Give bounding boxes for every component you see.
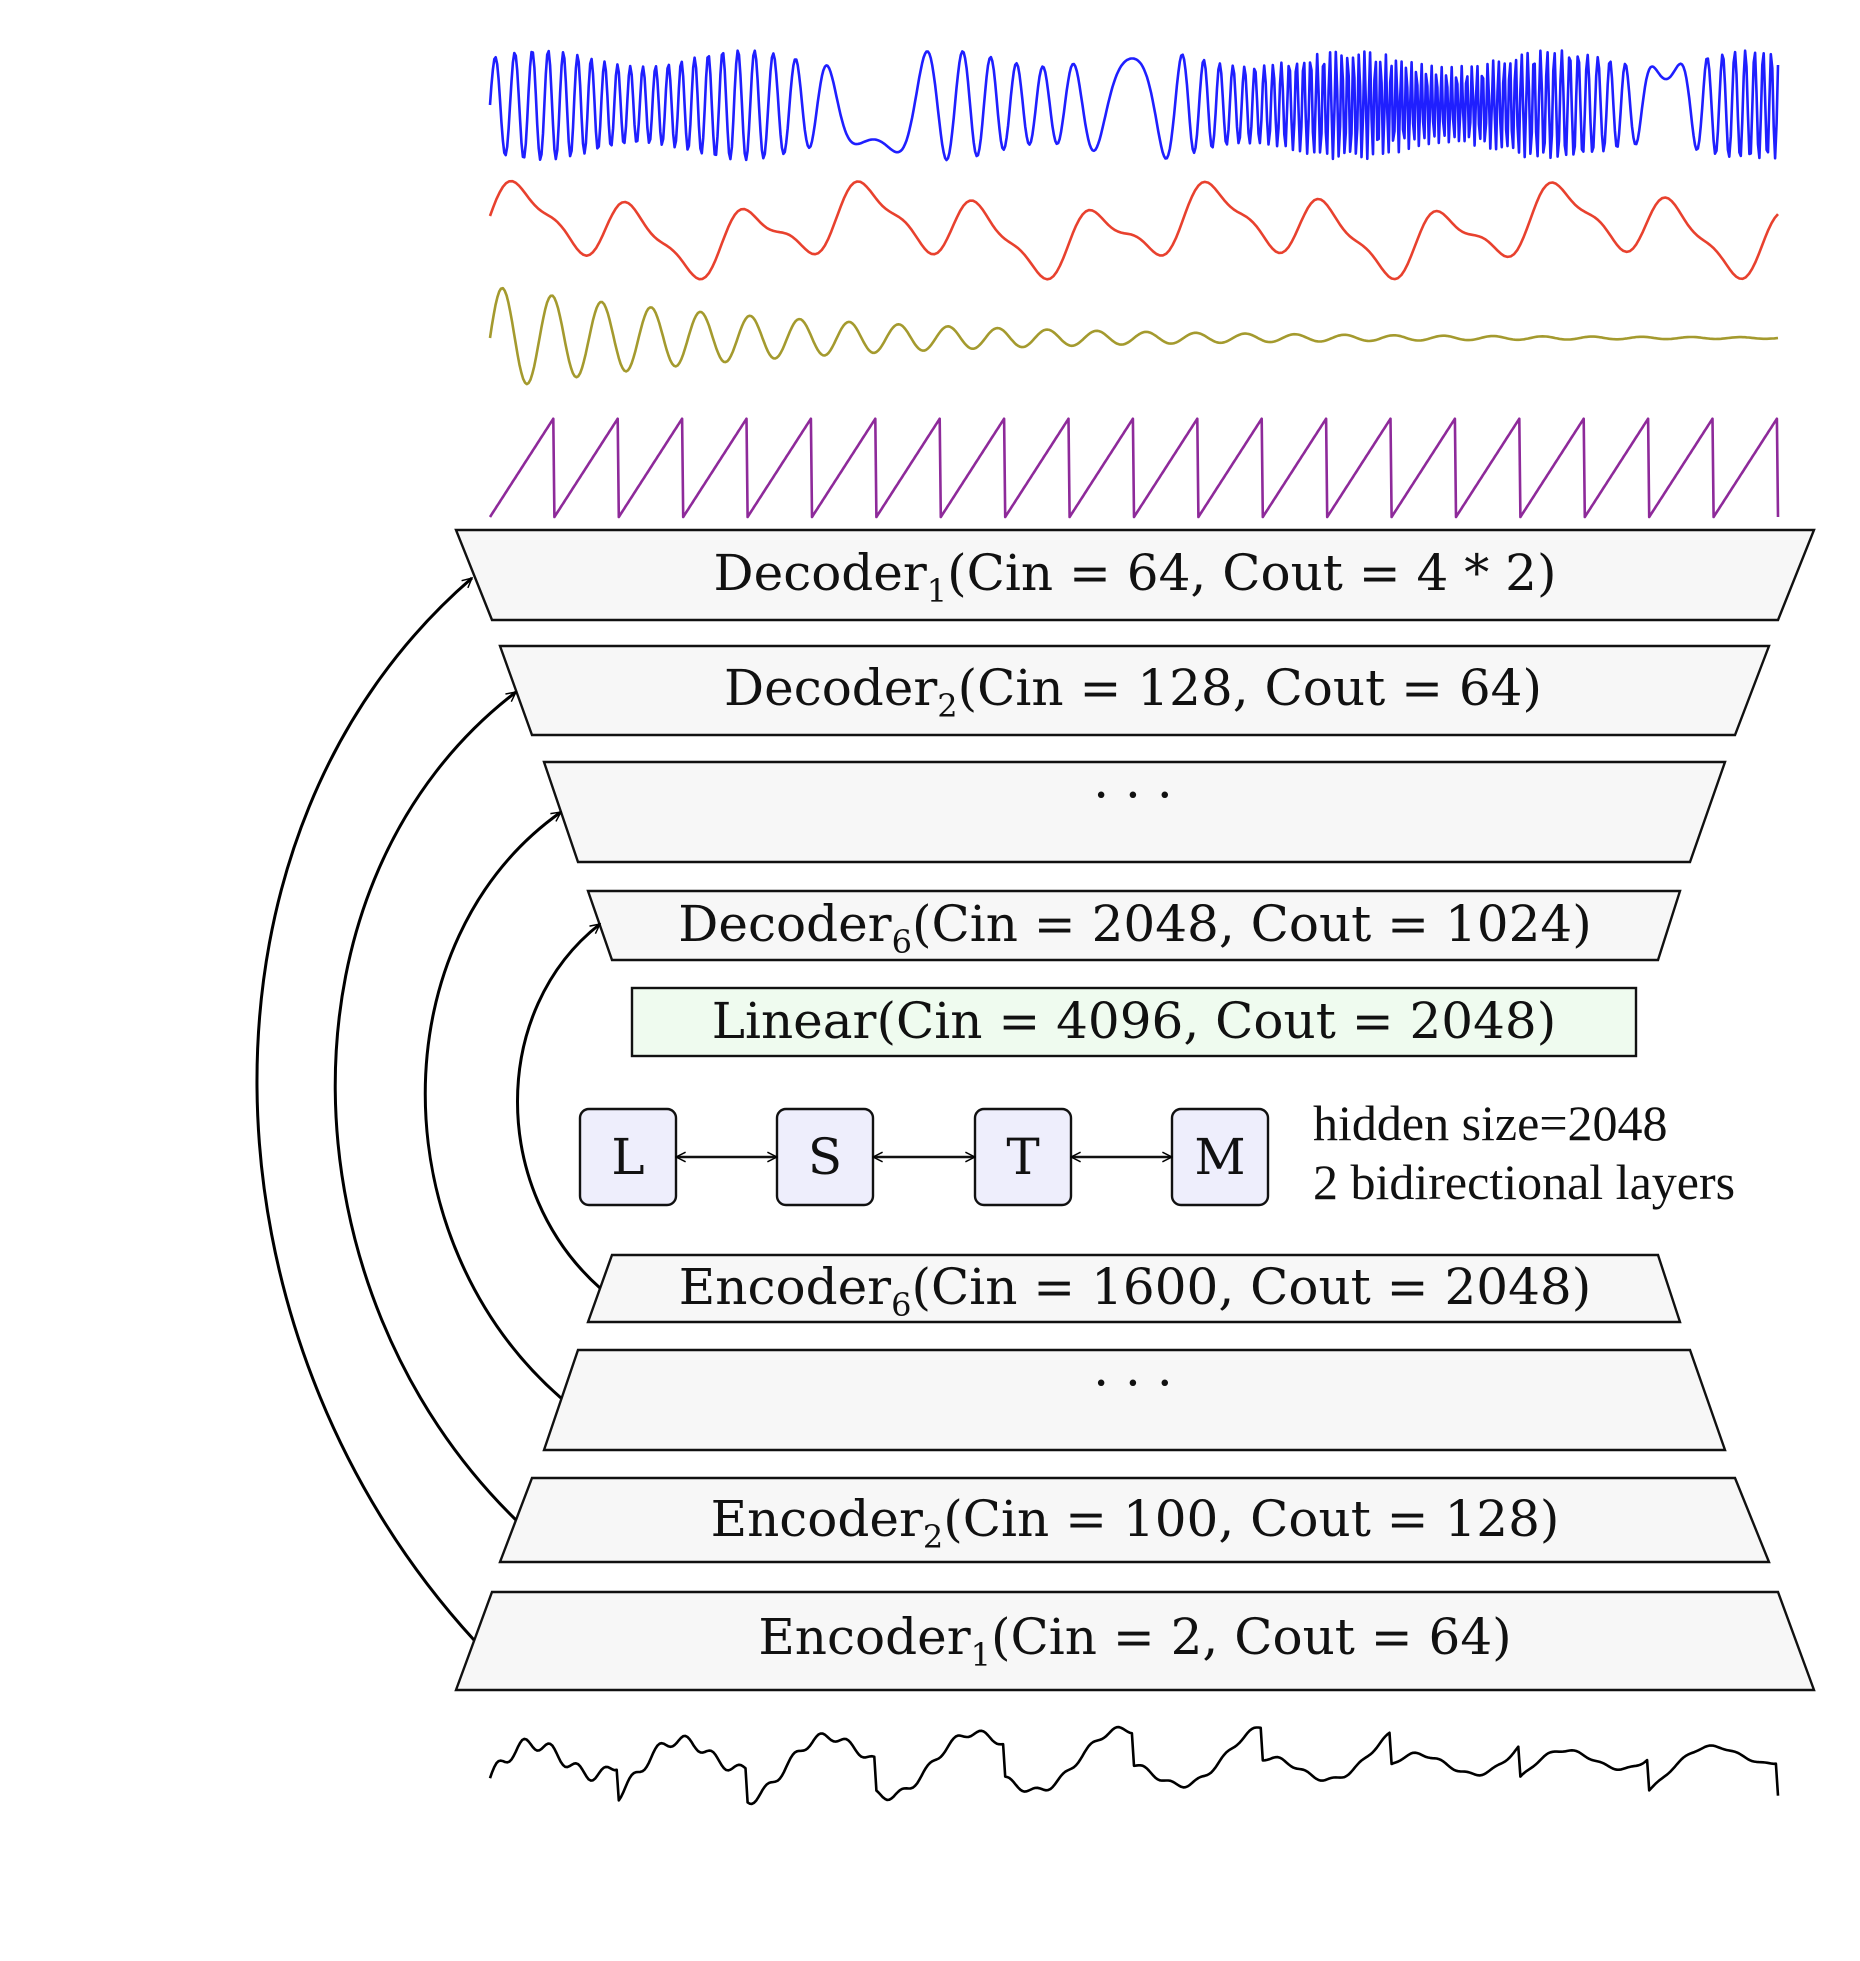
output-waveforms [488,49,1780,519]
encoder-2-label: Encoder2(Cin = 100, Cout = 128) [711,1490,1560,1556]
lstm-box-s: S [775,1107,875,1207]
encoder-1-layer: Encoder1(Cin = 2, Cout = 64) [454,1590,1816,1692]
input-mixture-waveform [488,1725,1780,1806]
output-source-2-waveform [488,179,1779,281]
output-source-1-waveform [488,49,1780,162]
decoder-1-layer: Decoder1(Cin = 64, Cout = 4 * 2) [454,528,1816,622]
encoder-6-label: Encoder6(Cin = 1600, Cout = 2048) [679,1258,1591,1324]
encoder-ellipsis: · · · [1093,1354,1172,1412]
decoder-ellipsis: · · · [1093,766,1172,824]
decoder-6-label: Decoder6(Cin = 2048, Cout = 1024) [678,895,1591,961]
output-source-3-waveform [488,286,1779,386]
lstm-letter-l: L [611,1128,644,1186]
skip-connection-encoder2-decoder2 [333,690,516,1522]
lstm-letter-s: S [808,1128,842,1186]
decoder-2-layer: Decoder2(Cin = 128, Cout = 64) [498,644,1771,737]
lstm-box-t: T [973,1107,1073,1207]
encoder-1-label: Encoder1(Cin = 2, Cout = 64) [758,1608,1511,1674]
output-source-4-waveform [488,417,1780,519]
lstm-block: L S T M hidden size=2048 2 bidirectional… [578,1095,1735,1210]
encoder-6-layer: Encoder6(Cin = 1600, Cout = 2048) [586,1253,1682,1324]
decoder-2-label: Decoder2(Cin = 128, Cout = 64) [724,659,1542,725]
encoder-ellipsis-layer: · · · [542,1348,1727,1452]
lstm-box-m: M [1170,1107,1270,1207]
decoder-6-layer: Decoder6(Cin = 2048, Cout = 1024) [586,889,1682,962]
decoder-1-label: Decoder1(Cin = 64, Cout = 4 * 2) [714,544,1557,610]
skip-connection-encoder6-decoder6 [516,922,601,1290]
lstm-box-l: L [578,1107,678,1207]
lstm-layers-note: 2 bidirectional layers [1313,1154,1735,1210]
lstm-hidden-size-note: hidden size=2048 [1313,1095,1668,1151]
linear-label: Linear(Cin = 4096, Cout = 2048) [712,992,1556,1050]
lstm-letter-m: M [1194,1128,1245,1186]
skip-connections [255,576,601,1642]
skip-connection-encoder1-decoder1 [255,576,476,1642]
skip-connection-encoder-deep-decoder-deep [423,810,561,1400]
lstm-letter-t: T [1006,1128,1039,1186]
linear-layer: Linear(Cin = 4096, Cout = 2048) [630,986,1638,1058]
decoder-ellipsis-layer: · · · [542,760,1727,864]
encoder-2-layer: Encoder2(Cin = 100, Cout = 128) [498,1476,1771,1564]
